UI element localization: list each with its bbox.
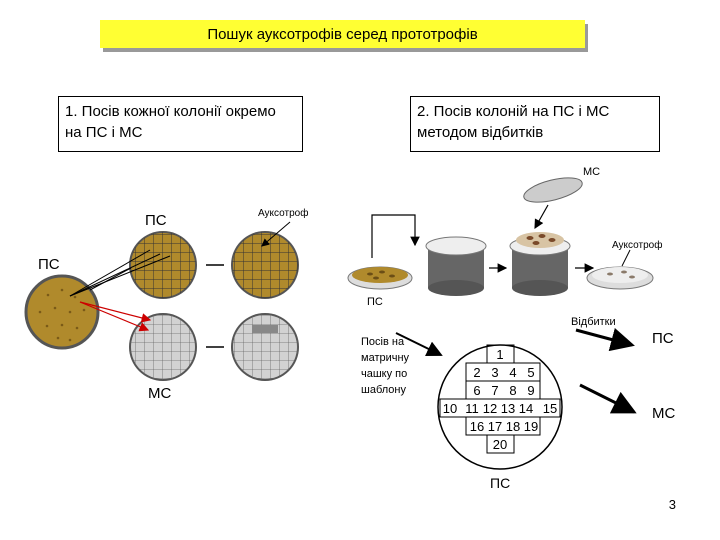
auxotroph-pointer-right <box>621 249 631 267</box>
template-number: 12 <box>483 401 497 416</box>
page-number: 3 <box>668 497 676 512</box>
template-number: 6 <box>473 383 480 398</box>
template-number: 4 <box>509 365 516 380</box>
plate-ms-2 <box>231 313 299 381</box>
plate-ps-2 <box>231 231 299 299</box>
plate-ms-1 <box>129 313 197 381</box>
step1-box: 1. Посів кожної колонії окремо на ПС і М… <box>58 96 303 152</box>
arrow-to-ps <box>575 327 635 352</box>
velvet-stamp-1 <box>425 236 487 296</box>
template-number: 2 <box>473 365 480 380</box>
label-prints: Відбитки <box>571 316 616 328</box>
ms-lid <box>523 177 583 203</box>
label-ps-top: ПС <box>145 212 167 229</box>
template-number: 10 <box>443 401 457 416</box>
template-number: 13 <box>501 401 515 416</box>
label-auxotroph-right: Ауксотроф <box>612 240 663 251</box>
bracket-arrow <box>371 214 420 258</box>
plate-ps-1 <box>129 231 197 299</box>
label-ms-right: МС <box>652 405 676 422</box>
step2-box: 2. Посів колоній на ПС і МС методом відб… <box>410 96 660 152</box>
template-number: 16 <box>470 419 484 434</box>
template-grid-lines <box>439 344 561 454</box>
template-number: 15 <box>543 401 557 416</box>
label-ms-lid: МС <box>583 166 601 178</box>
master-plate-colonies <box>38 288 86 342</box>
label-ps-right: ПС <box>652 330 674 347</box>
step1-text: 1. Посів кожної колонії окремо на ПС і М… <box>65 103 276 141</box>
template-number: 9 <box>527 383 534 398</box>
template-number: 11 <box>465 401 479 416</box>
template-number: 1 <box>496 347 503 362</box>
arrow-note <box>395 332 443 357</box>
step2-text: 2. Посів колоній на ПС і МС методом відб… <box>417 103 610 141</box>
template-number: 19 <box>524 419 538 434</box>
label-auxotroph-left: Ауксотроф <box>258 208 309 219</box>
template-number: 7 <box>491 383 498 398</box>
template-note: Посів на матричну чашку по шаблону <box>361 336 410 396</box>
template-number: 3 <box>491 365 498 380</box>
label-ps-plate: ПС <box>367 296 383 308</box>
transfer-lines <box>69 249 171 297</box>
title-banner: Пошук ауксотрофів серед прототрофів <box>100 20 585 48</box>
template-number: 5 <box>527 365 534 380</box>
arrow-lid-down <box>534 204 549 230</box>
page-title: Пошук ауксотрофів серед прототрофів <box>207 25 478 43</box>
template-number: 8 <box>509 383 516 398</box>
small-ps-plate <box>347 266 413 290</box>
result-ms-plate <box>586 266 654 290</box>
template-number: 17 <box>488 419 502 434</box>
red-transfer-arrows <box>79 301 152 332</box>
velvet-stamp-2 <box>509 232 571 296</box>
template-number: 18 <box>506 419 520 434</box>
label-ps-left: ПС <box>38 256 60 273</box>
label-ms-bottom: МС <box>148 385 172 402</box>
template-number: 14 <box>519 401 533 416</box>
template-number: 20 <box>493 437 507 452</box>
label-ps-template: ПС <box>490 475 511 491</box>
master-plate-ps <box>24 274 100 350</box>
arrow-to-ms <box>579 383 637 414</box>
auxotroph-arrow-left <box>261 221 291 247</box>
